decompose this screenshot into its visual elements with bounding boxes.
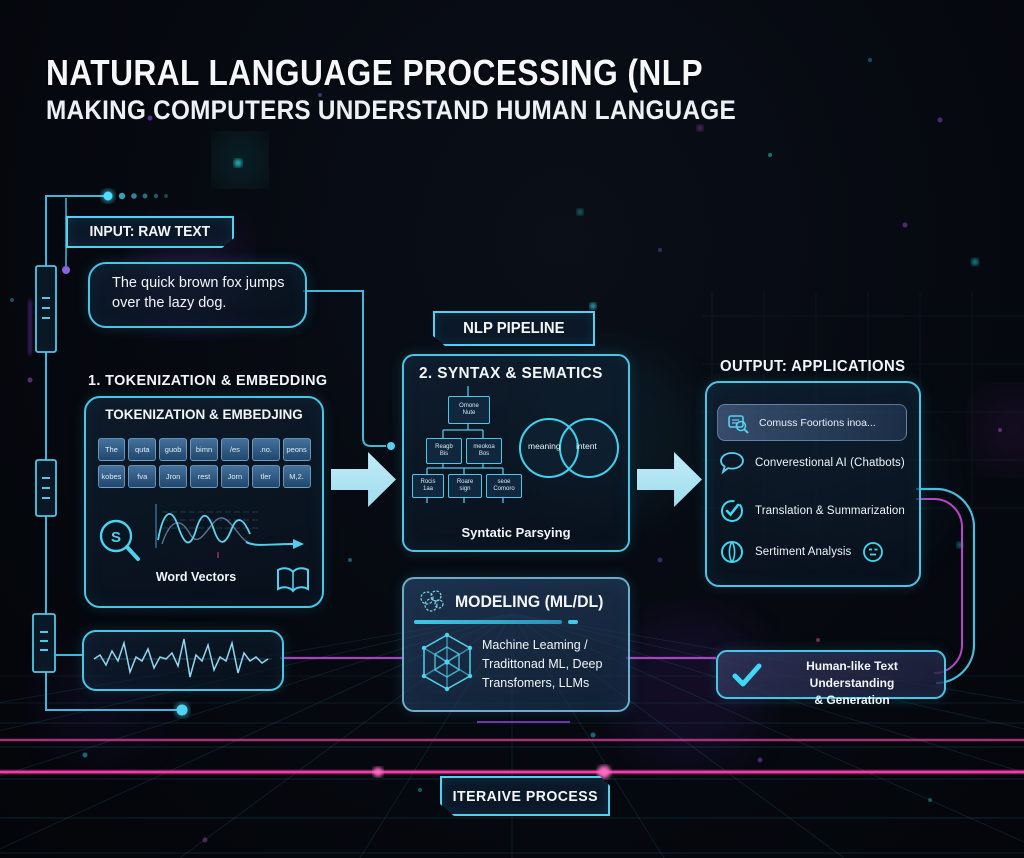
syntax-caption: Syntatic Parsying	[461, 525, 571, 540]
tree-node-root: Omone Nute	[448, 396, 490, 424]
token: M,2.	[282, 465, 311, 488]
tree-node: seoe Comoro	[486, 474, 522, 498]
token: bimn	[190, 438, 218, 461]
brain-scribble-icon	[420, 590, 444, 612]
token: Jron	[159, 465, 188, 488]
venn-label-meaning: meaning	[528, 441, 561, 451]
tokenization-heading: 1. TOKENIZATION & EMBEDDING	[88, 372, 328, 389]
venn-circle-right	[559, 418, 619, 478]
neural-hex-icon	[421, 632, 473, 692]
output-item: Comuss Foortions inoa...	[717, 404, 907, 441]
modeling-panel: MODELING (ML/DL) Machine Leaming / Tradi…	[402, 577, 630, 712]
tree-node: meokoa Bos	[466, 438, 502, 464]
token: Jorn	[220, 465, 249, 488]
token: .no.	[251, 438, 280, 461]
modeling-underline	[414, 620, 562, 624]
output-item-label: Translation & Summarization	[755, 505, 905, 517]
token: tler	[251, 465, 280, 488]
token-grid: The quta guob bimn /es .no. peons kobes …	[96, 438, 312, 488]
waveform-panel	[82, 630, 284, 691]
pipeline-label-box: NLP PIPELINE	[433, 311, 595, 346]
token: rest	[190, 465, 218, 488]
tokenization-panel-title: TOKENIZATION & EMBEDJING	[105, 407, 303, 422]
token: fva	[128, 465, 157, 488]
input-label: INPUT: RAW TEXT	[89, 224, 211, 240]
output-heading: OUTPUT: APPLICATIONS	[720, 358, 906, 375]
output-item-label: Converestional AI (Chatbots)	[755, 457, 905, 469]
pipeline-label: NLP PIPELINE	[463, 319, 565, 337]
tokenization-panel: TOKENIZATION & EMBEDJING The quta guob b…	[84, 396, 324, 608]
magnifier-glyph: S	[111, 529, 121, 546]
modeling-title: MODELING (ML/DL)	[455, 592, 604, 611]
word-vectors-caption: Word Vectors	[155, 570, 237, 584]
particles	[10, 58, 1002, 843]
output-item-label: Sertiment Analysis	[755, 546, 852, 558]
page-title: NATURAL LANGUAGE PROCESSING (NLP	[46, 52, 704, 93]
result-label: Human-like Text Understanding & Generati…	[806, 659, 898, 707]
output-item: Sertiment Analysis	[719, 539, 915, 565]
token: peons	[282, 438, 311, 461]
input-text-bubble: The quick brown fox jumps over the lazy …	[88, 262, 307, 328]
token: The	[97, 438, 126, 461]
checkmark-icon	[732, 663, 762, 687]
output-panel: Comuss Foortions inoa... Converestional …	[705, 381, 921, 587]
token: /es	[220, 438, 249, 461]
word-vector-chart	[155, 504, 304, 558]
syntax-heading: 2. SYNTAX & SEMATICS	[419, 365, 603, 382]
input-sample-text: The quick brown fox jumps over the lazy …	[112, 275, 285, 311]
tree-node: Rocis 1aa	[412, 474, 444, 498]
result-panel: Human-like Text Understanding & Generati…	[716, 650, 946, 707]
tree-node: Roare sign	[448, 474, 482, 498]
check-circle-icon	[721, 500, 743, 522]
face-icon	[863, 542, 884, 562]
token: kobes	[97, 465, 126, 488]
input-label-box: INPUT: RAW TEXT	[66, 216, 234, 248]
modeling-description: Machine Leaming / Tradittonad ML, Deep T…	[482, 638, 603, 690]
audio-waveform	[93, 638, 272, 678]
spine-chip	[32, 265, 57, 673]
output-item: Translation & Summarization	[719, 498, 909, 524]
document-search-icon	[728, 414, 749, 434]
output-item-label: Comuss Foortions inoa...	[759, 416, 876, 429]
iterative-process-label: ITERAIVE PROCESS	[452, 787, 598, 805]
token: quta	[128, 438, 157, 461]
venn-label-intent: intent	[576, 441, 597, 451]
syntax-panel: 2. SYNTAX & SEMATICS Omone Nute Reagb Bi…	[402, 354, 630, 552]
output-item: Converestional AI (Chatbots)	[719, 451, 909, 475]
page-subtitle: MAKING COMPUTERS UNDERSTAND HUMAN LANGUA…	[46, 95, 736, 125]
globe-icon	[721, 541, 743, 563]
token: guob	[159, 438, 188, 461]
modeling-underline-tick	[568, 620, 578, 624]
book-icon	[277, 567, 309, 593]
semantic-search-icon: S	[99, 519, 140, 561]
iterative-process-box: ITERAIVE PROCESS	[440, 776, 610, 816]
tree-node: Reagb Bis	[426, 438, 462, 464]
chat-bubble-icon	[720, 452, 744, 475]
